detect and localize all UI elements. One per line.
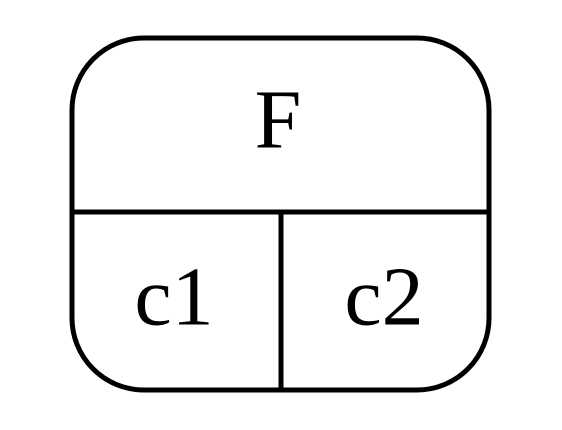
record-node: F c1 c2 xyxy=(69,35,492,393)
record-field-c1: c1 xyxy=(134,250,213,343)
record-field-c2: c2 xyxy=(344,250,423,343)
record-title: F xyxy=(255,73,302,166)
